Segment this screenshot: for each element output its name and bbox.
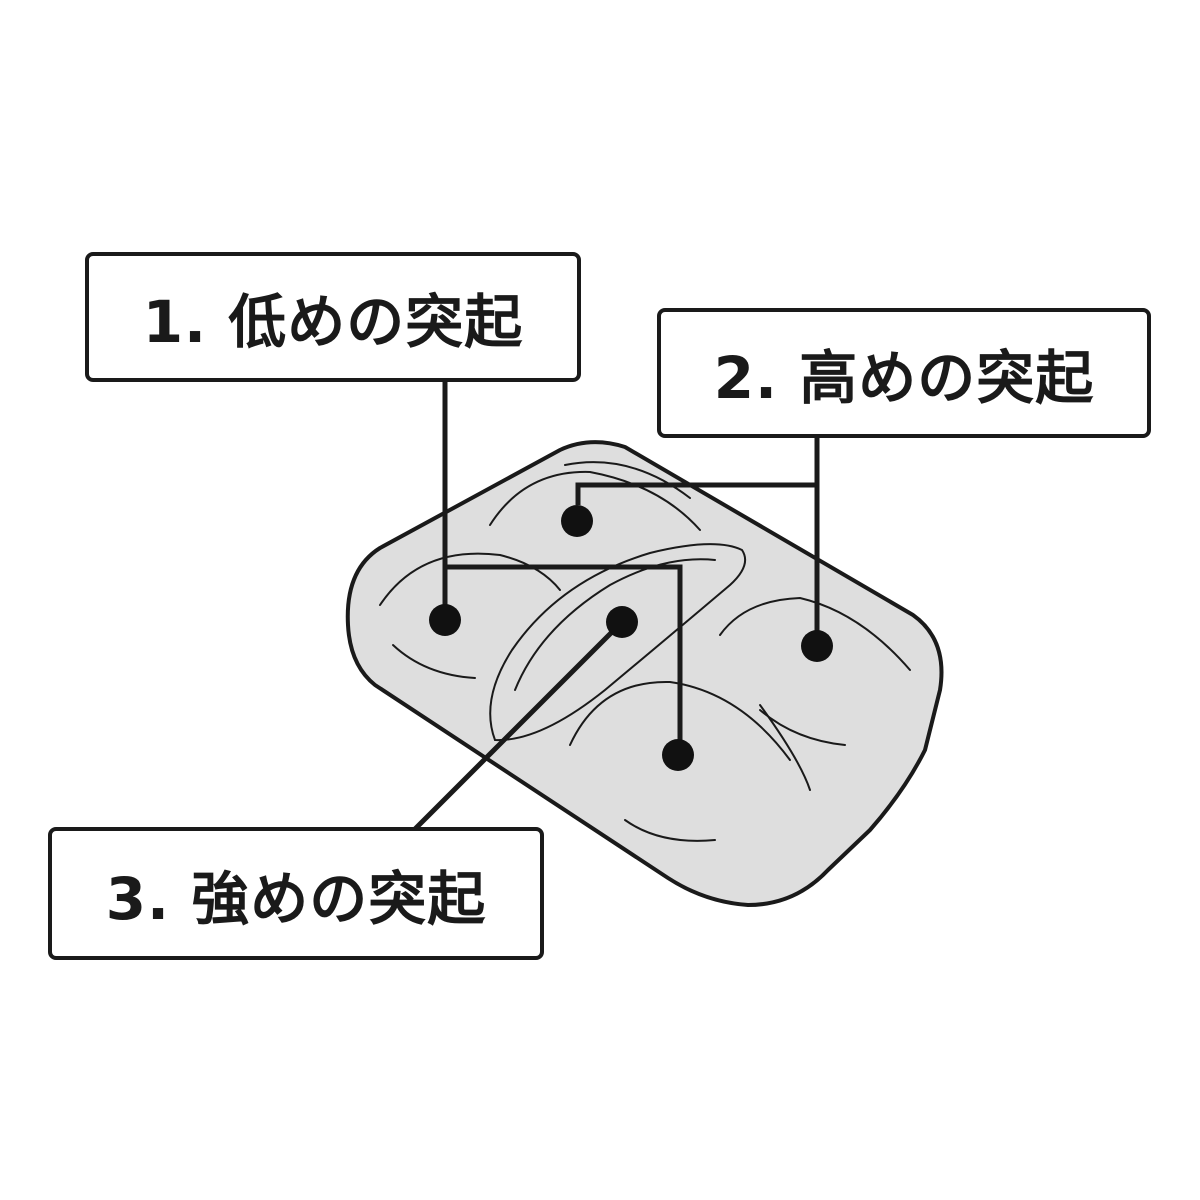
marker-low-bottom xyxy=(662,739,694,771)
marker-high-top xyxy=(561,505,593,537)
callout-strong-label: 3. 強めの突起 xyxy=(105,864,487,933)
marker-strong-center xyxy=(606,606,638,638)
callout-high-label: 2. 高めの突起 xyxy=(713,344,1095,412)
leader-line-strong xyxy=(412,620,624,832)
bump-contours xyxy=(379,461,911,842)
marker-low-left xyxy=(429,604,461,636)
callout-high-bumps: 2. 高めの突起 xyxy=(657,308,1151,438)
callout-low-bumps: 1. 低めの突起 xyxy=(85,252,581,382)
cushion-body xyxy=(345,440,944,907)
central-ridge xyxy=(489,543,746,742)
marker-high-right xyxy=(801,630,833,662)
callout-strong-bump: 3. 強めの突起 xyxy=(48,827,544,960)
leader-line-high xyxy=(575,436,820,640)
callout-low-label: 1. 低めの突起 xyxy=(142,288,524,356)
